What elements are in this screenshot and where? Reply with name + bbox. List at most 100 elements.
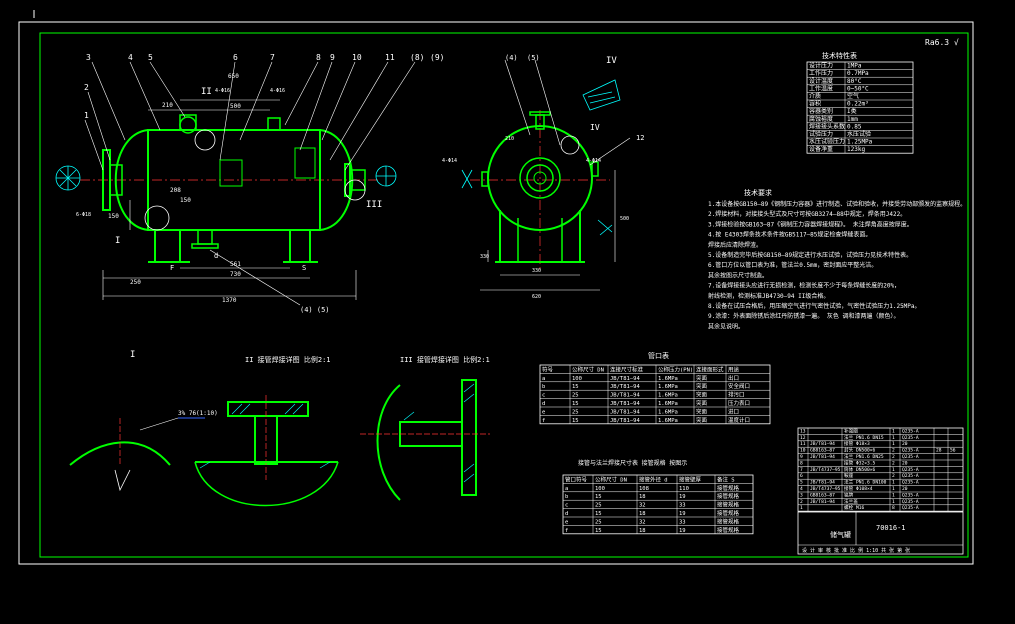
bottom-flange-c [191,243,219,249]
weld-table-cell: 接管规格 [717,492,740,500]
balloon-8: 8 [316,53,321,62]
balloon-9b: (9) [430,53,444,62]
parts-list-cell: JB/T81—94 [810,441,835,447]
weld-table-cell: 108 [639,486,649,492]
tech-req-line: 4.按 E4303焊条技术条件按GB5117—85规定检查焊缝表面。 [708,231,871,239]
detail-III-head [376,384,401,501]
side-left-nozzle [481,171,489,187]
drawing-number: 70016-1 [876,524,906,532]
nozzle-table-cell: 突面 [696,382,708,390]
parts-list-cell: 2 [892,454,895,460]
parts-list-cell: 补强圈 [844,427,858,434]
detail-II-title: II 接管焊接详图 比例2:1 [245,355,331,364]
parts-list-cell: 筒体 DN500×6 [844,466,876,473]
center-pad [219,159,243,187]
nozzle-table-cell: JB/T81—94 [610,384,640,390]
parts-list-cell: 9 [800,454,803,460]
side-dim-330b: 330 [480,254,489,260]
weld-table-cell: 25 [595,519,602,525]
front-view: 3 2 1 4 5 6 7 8 9 10 11 (8) (9) II I III… [55,53,444,314]
section-mark-I: I [115,236,120,246]
side-labels: (4) (5) 12 IV IV 210 330 620 500 330 4-Φ… [442,54,644,300]
weld-table-header-cell: 管口符号 [565,475,588,483]
nozzle-table-cell: 1.6MPa [658,418,678,424]
parts-list-cell: Q235-A [902,492,919,498]
detail-circle-IV [560,135,580,155]
right-flange [344,163,351,197]
front-leaders [84,61,416,306]
design-data-cell: 焊接接头系数 [809,122,845,130]
parts-list-cell: Q235-A [902,499,919,505]
nozzle-table-cell: JB/T81—94 [610,401,640,407]
nozzle-table-cell: 突面 [696,399,708,407]
dim-F: F [170,264,174,272]
tech-req-line: 9.涂漆：外表面除锈后涂红丹防锈漆一遍。 灰色 调和漆两遍（颜色）。 [708,312,899,320]
parts-list-cell: 1 [892,492,895,498]
nozzle-table-header-cell: 公称压力(PN) [658,365,693,373]
design-data-cell: 设计温度 [809,77,833,85]
weld-table-cell: 接管规格 [717,526,740,534]
weld-table-cell: 18 [639,511,646,517]
nozzle-table-cell: 突面 [696,407,708,415]
parts-list-cell: 7 [800,467,803,473]
parts-list-cell: Q235-A [902,428,919,434]
side-top-flange [529,111,551,116]
side-nozzle-outer [519,157,561,199]
design-data-title: 技术特性表 [822,51,857,60]
dim-730: 730 [230,271,241,278]
nozzle-table-cell: 1.6MPa [658,409,678,415]
nozzle-table-cell: 突面 [696,416,708,424]
design-data-cell: 0.22m³ [847,101,869,108]
nozzle-table-cell: JB/T81—94 [610,409,640,415]
manhole-ring [179,116,197,134]
design-data-cell: 工作温度 [809,84,833,92]
weld-table-cell: 33 [679,519,686,525]
dim-250: 250 [130,279,141,286]
tech-req-line: 6.管口方位以管口表为准，管法兰0.5mm，密封面应平整光洁。 [708,261,877,269]
parts-list-cell: 鞍座 [844,472,854,479]
weld-table-cell: f [565,528,568,534]
tech-req-line: 其余见说明。 [708,322,744,330]
weld-table-cell: 接管规格 [717,501,740,509]
dim-150b: 150 [180,197,191,204]
side-dim-500: 500 [620,216,629,222]
weld-table-header-cell: 接管外径 d [639,475,668,483]
nozzle-table-header-cell: 连接尺寸标准 [610,365,644,373]
parts-list-cell: 法兰 PN1.6 DN25 [844,453,884,460]
detail-I: I 3% 76(1:10) [69,350,218,492]
side-left-flange-face [461,169,473,189]
nozzle-table-cell: 15 [572,418,579,424]
parts-list-cell: Q235-A [902,448,919,454]
nozzle-table-cell: JB/T81—94 [610,393,640,399]
balloon-3: 3 [86,53,91,62]
nozzle-table-cell: e [542,409,545,415]
nozzle-table-cell: 压力表口 [728,399,750,407]
left-saddle [154,230,181,263]
detail-I-weld [114,469,131,492]
parts-list-cell: Q235-A [902,505,919,511]
parts-list-cell: Q235-A [902,454,919,460]
design-data-cell: 0~50°C [847,85,869,92]
weld-table-cell: 接管规格 [717,517,740,525]
detail-circle-II [194,129,216,151]
side-view: (4) (5) 12 IV IV 210 330 620 500 330 4-Φ… [442,54,644,300]
nozzle-table-header-cell: 用途 [728,365,740,373]
weld-table-header-cell: 备注 S [717,475,735,483]
side-balloon-5: (5) [527,54,540,62]
balloon-7: 7 [270,53,275,62]
parts-list-cell: JB/T4737—95 [810,486,841,492]
tech-req-line: 3.焊接检验按GB163—87《钢制压力容器焊接规程》。 未注焊角高度按厚度。 [708,220,913,228]
parts-list-cell: GB8163—87 [810,448,835,454]
side-dim-4-phi14a: 4-Φ14 [442,158,457,164]
parts-list-cell: 20 [902,486,908,492]
design-data-cell: 0.7MPa [847,70,869,77]
design-data-cell: 1mm [847,116,858,123]
left-flange-face [55,165,81,191]
design-data-cell: 工作压力 [809,69,833,77]
dim-4-phi16-a: 4-Φ16 [215,88,230,94]
outer-frame [18,21,974,565]
balloon-5: 5 [148,53,153,62]
